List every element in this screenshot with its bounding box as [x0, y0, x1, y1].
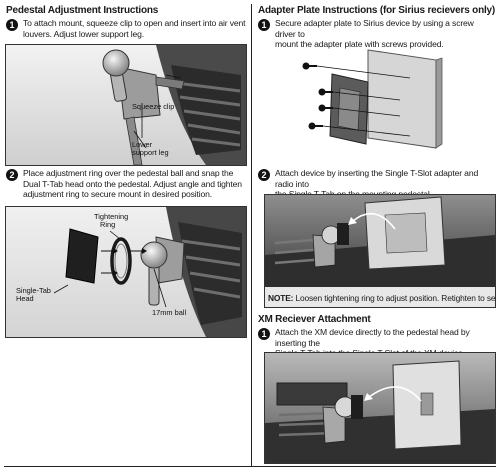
step-number: 1	[6, 19, 18, 31]
note-text: NOTE: Loosen tightening ring to adjust p…	[268, 293, 496, 303]
column-divider	[251, 4, 252, 466]
step-text: Place adjustment ring over the pedestal …	[23, 168, 242, 199]
sirius-mounted-photo: NOTE: Loosen tightening ring to adjust p…	[264, 194, 496, 308]
step-number: 1	[258, 328, 270, 340]
label-tightening-1: Tightening	[94, 212, 128, 221]
adapter-step-1: 1 Secure adapter plate to Sirius device …	[258, 18, 496, 50]
label-squeeze-clip: Squeeze clip	[132, 102, 174, 111]
label-single-tab-1: Single-Tab	[16, 286, 51, 295]
pedestal-step-1: 1 To attach mount, squeeze clip to open …	[6, 18, 246, 39]
xm-heading: XM Reciever Attachment	[258, 314, 371, 325]
pedestal-step-2: 2 Place adjustment ring over the pedesta…	[6, 168, 246, 200]
adapter-plate-photo	[260, 44, 496, 160]
label-single-tab-2: Head	[16, 294, 34, 303]
bottom-rule	[4, 466, 496, 467]
label-ball: 17mm ball	[152, 308, 186, 317]
step-text: To attach mount, squeeze clip to open an…	[23, 18, 246, 39]
label-lower-support-1: Lower	[132, 140, 153, 149]
step-number: 2	[6, 169, 18, 181]
pedestal-heading: Pedestal Adjustment Instructions	[6, 5, 159, 16]
xm-mounted-photo	[264, 352, 496, 464]
adapter-heading: Adapter Plate Instructions (for Sirius r…	[258, 5, 496, 16]
step-number: 1	[258, 19, 270, 31]
label-tightening-2: Ring	[100, 220, 115, 229]
step-text: Secure adapter plate to Sirius device by…	[275, 18, 474, 49]
step-number: 2	[258, 169, 270, 181]
vent-clip-photo: Squeeze clip Lower support leg	[5, 44, 247, 166]
label-lower-support-2: support leg	[132, 148, 169, 157]
tightening-ring-photo: Tightening Ring Single-Tab Head 17mm bal…	[5, 206, 247, 338]
